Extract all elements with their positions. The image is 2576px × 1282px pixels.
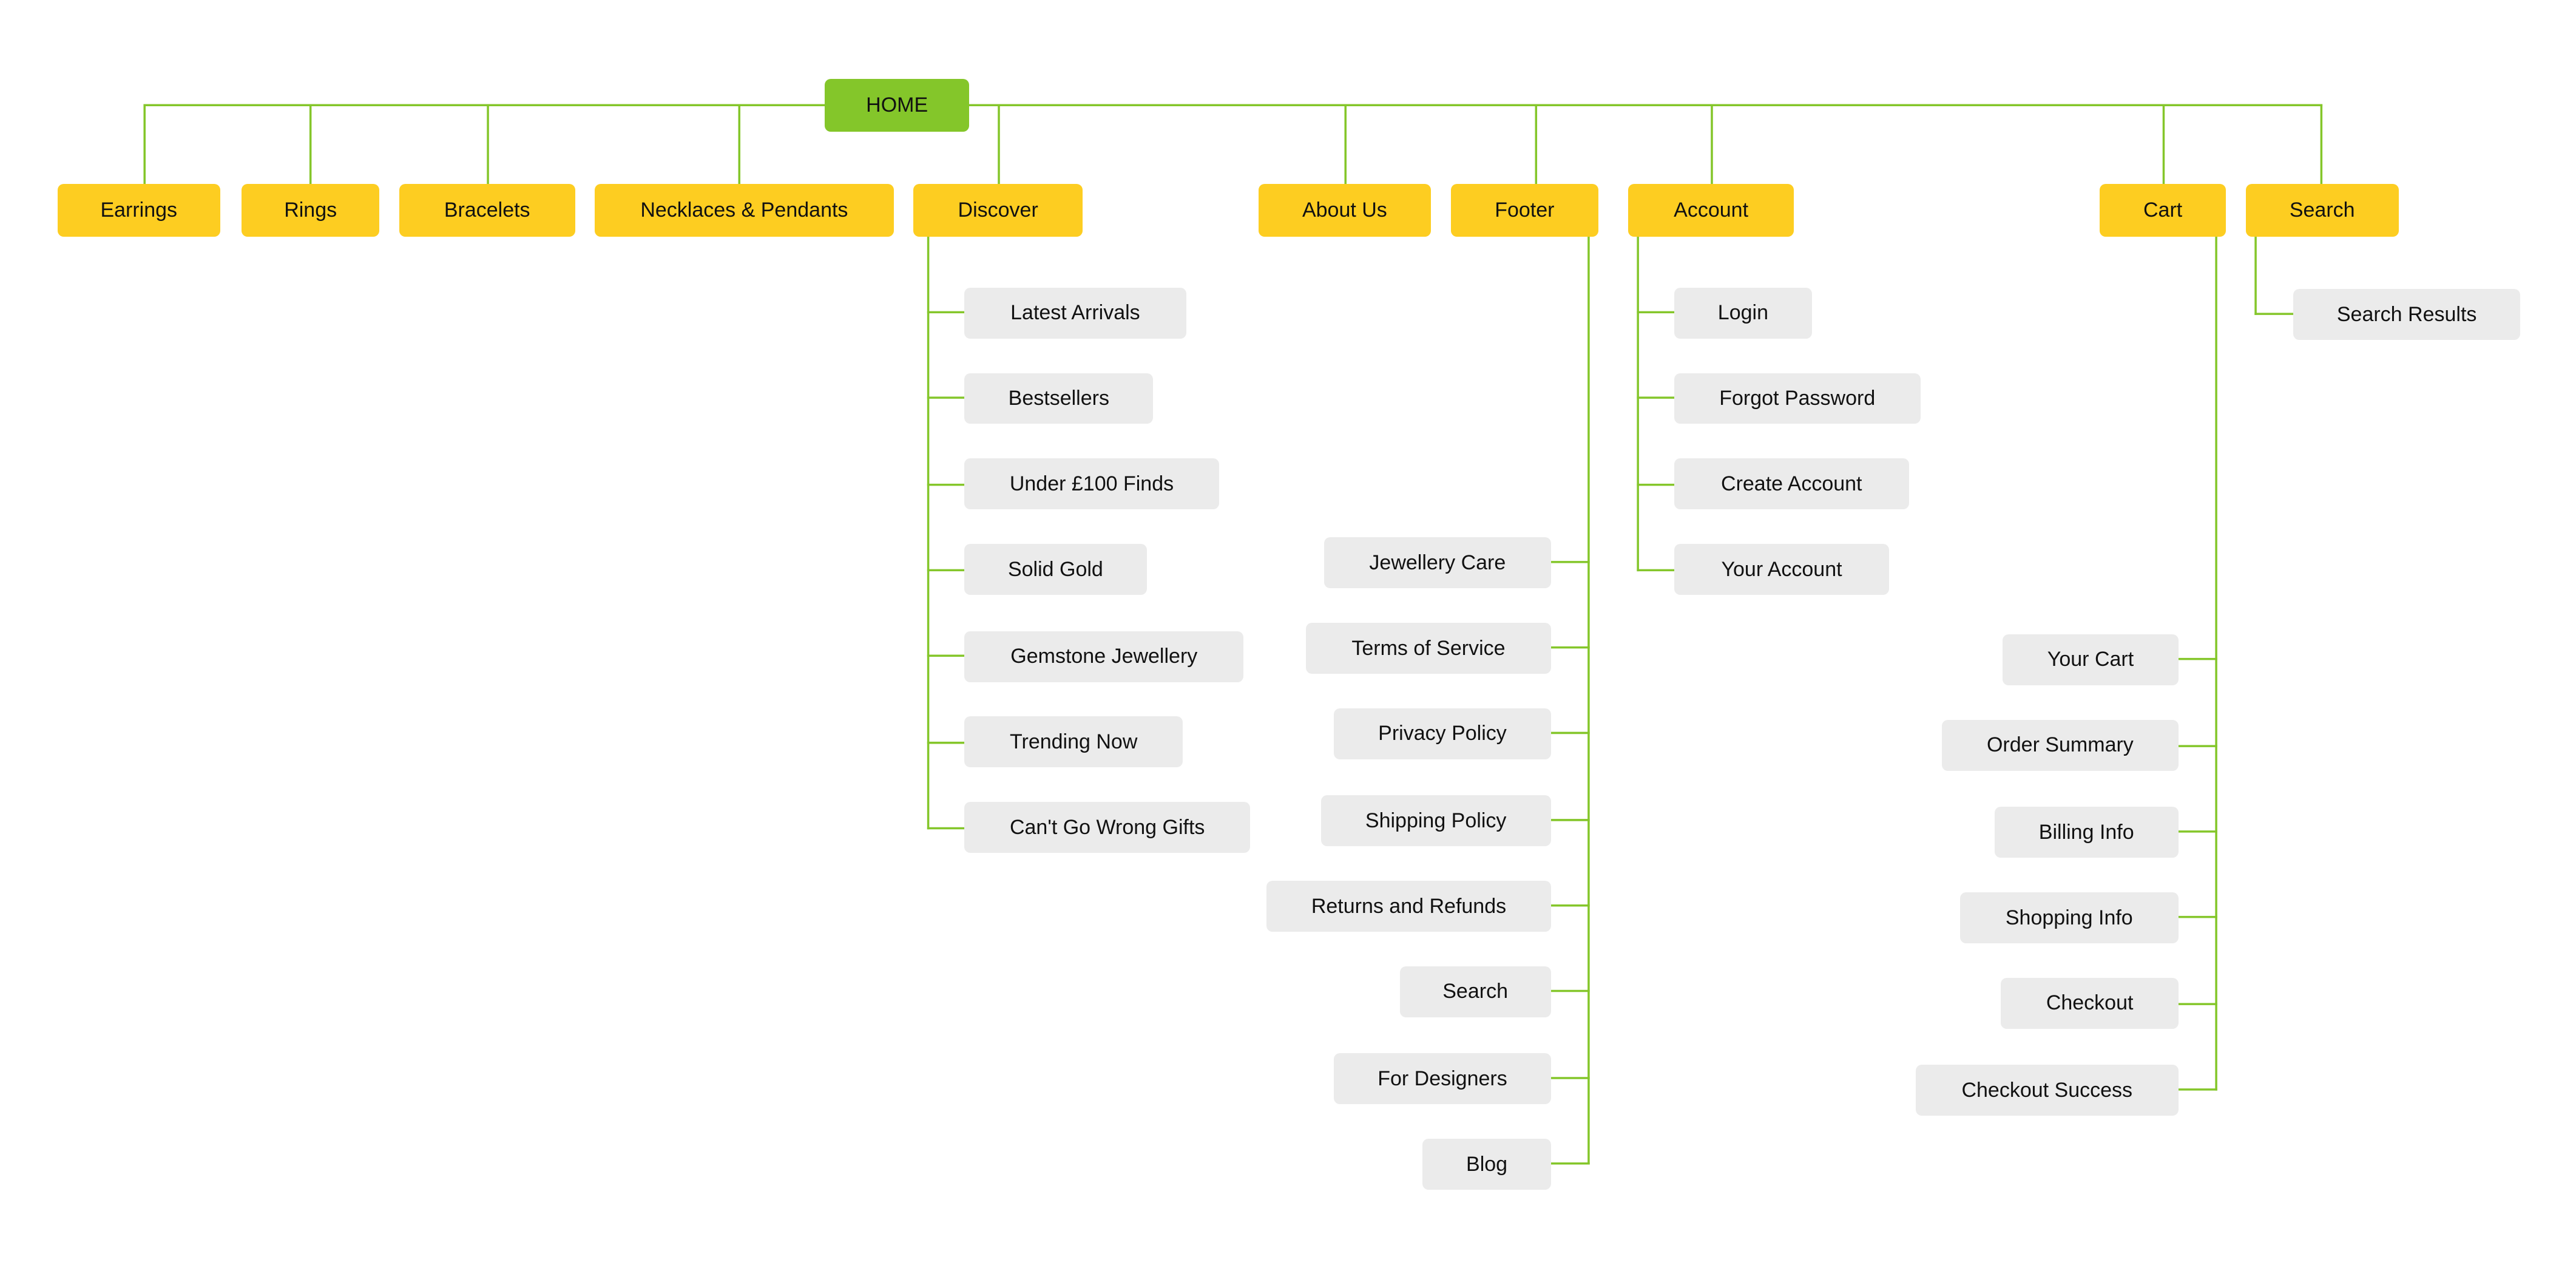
section-cart[interactable]: Cart [2099, 184, 2226, 237]
page-search-results[interactable]: Search Results [2293, 289, 2520, 341]
page-under-100-finds[interactable]: Under £100 Finds [964, 458, 1219, 510]
section-search[interactable]: Search [2245, 184, 2399, 237]
section-rings[interactable]: Rings [241, 184, 380, 237]
page-bestsellers[interactable]: Bestsellers [964, 373, 1154, 424]
page-checkout[interactable]: Checkout [2001, 977, 2179, 1029]
section-necklaces-pendants[interactable]: Necklaces & Pendants [595, 184, 894, 237]
page-shipping-policy[interactable]: Shipping Policy [1320, 795, 1551, 847]
page-shopping-info[interactable]: Shopping Info [1959, 892, 2179, 943]
section-bracelets[interactable]: Bracelets [399, 184, 575, 237]
page-trending-now[interactable]: Trending Now [964, 716, 1183, 768]
section-earrings[interactable]: Earrings [57, 184, 220, 237]
page-checkout-success[interactable]: Checkout Success [1915, 1065, 2179, 1116]
page-jewellery-care[interactable]: Jewellery Care [1324, 537, 1551, 589]
section-discover[interactable]: Discover [913, 184, 1083, 237]
page-forgot-password[interactable]: Forgot Password [1674, 373, 1921, 424]
page-blog[interactable]: Blog [1422, 1139, 1551, 1190]
node-home[interactable]: HOME [825, 78, 970, 132]
page-privacy-policy[interactable]: Privacy Policy [1334, 708, 1551, 759]
section-footer[interactable]: Footer [1450, 184, 1599, 237]
page-cant-go-wrong-gifts[interactable]: Can't Go Wrong Gifts [964, 802, 1251, 853]
page-returns-and-refunds[interactable]: Returns and Refunds [1266, 881, 1551, 932]
page-solid-gold[interactable]: Solid Gold [964, 544, 1147, 595]
page-your-account[interactable]: Your Account [1674, 544, 1890, 595]
page-create-account[interactable]: Create Account [1674, 458, 1909, 510]
page-latest-arrivals[interactable]: Latest Arrivals [964, 287, 1186, 339]
page-gemstone-jewellery[interactable]: Gemstone Jewellery [964, 631, 1244, 682]
page-terms-of-service[interactable]: Terms of Service [1306, 623, 1551, 674]
page-login[interactable]: Login [1674, 287, 1813, 339]
section-account[interactable]: Account [1628, 184, 1794, 237]
page-for-designers[interactable]: For Designers [1334, 1053, 1551, 1105]
page-order-summary[interactable]: Order Summary [1941, 719, 2179, 771]
page-footer-search[interactable]: Search [1399, 966, 1551, 1017]
page-your-cart[interactable]: Your Cart [2003, 634, 2179, 685]
page-billing-info[interactable]: Billing Info [1994, 807, 2179, 858]
section-about-us[interactable]: About Us [1258, 184, 1432, 237]
